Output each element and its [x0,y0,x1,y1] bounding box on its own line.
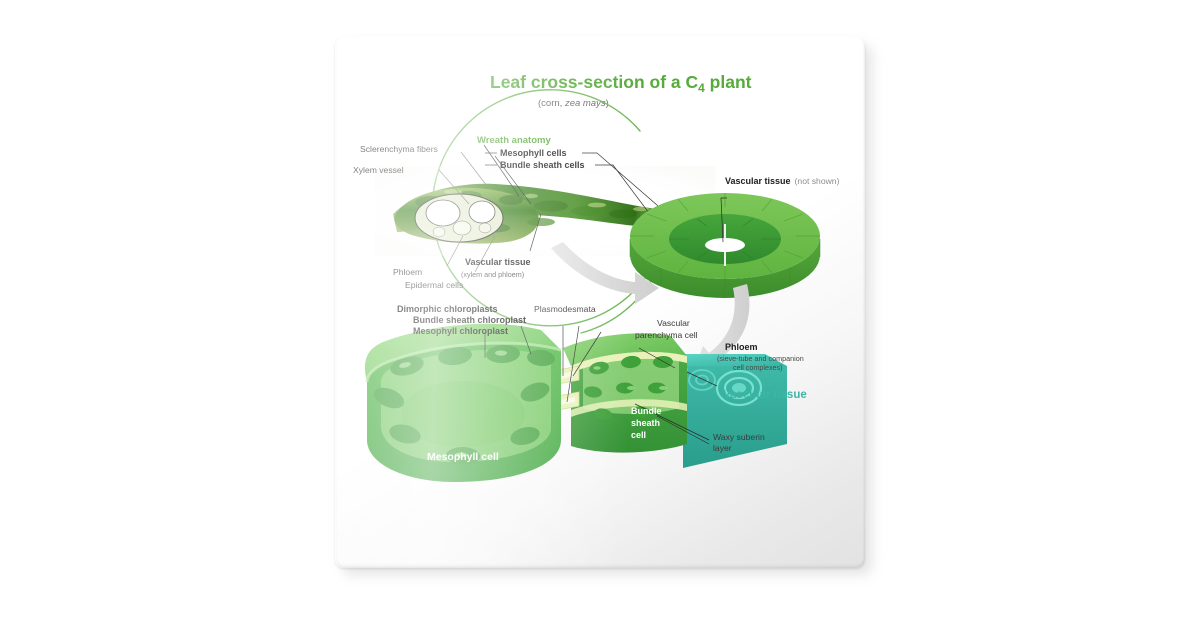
label-xylem-vessel: Xylem vessel [353,165,404,175]
label-plasmodesmata: Plasmodesmata [534,304,596,314]
subtitle-species: zea mays [564,98,606,109]
title-suffix: plant [705,72,752,92]
ceramic-tile: Leaf cross-section of a C4 plant (corn, … [335,36,865,568]
title-main: Leaf cross-section of a C [490,72,698,92]
label-vascular-parenchyma-line1: Vascular [657,318,690,328]
label-epidermal-cells: Epidermal cells [405,280,463,290]
label-wreath-anatomy: Wreath anatomy [477,135,551,146]
label-bundle-sheath-chloroplast: Bundle sheath chloroplast [413,315,526,325]
label-bundle-sheath-cells: Bundle sheath cells [500,160,585,170]
label-vascular-tissue-micro-note: (xylem and phloem) [461,270,524,279]
bundle-sheath-cell-block [563,333,687,453]
svg-text:Vascular tissue(not shown): Vascular tissue (not shown) [725,176,840,186]
label-dimorphic-chloroplasts: Dimorphic chloroplasts [397,304,498,314]
label-mesophyll-cells: Mesophyll cells [500,148,567,158]
label-waxy-suberin-2: layer [713,443,732,453]
label-sclerenchyma-fibers: Sclerenchyma fibers [360,144,438,154]
subtitle-prefix: (corn, [538,98,565,109]
label-vascular-tissue-micro: Vascular tissue [465,257,531,267]
label-vascular-tissue-torus-note: (not shown) [795,176,840,186]
label-vascular-tissue-cell: Vascular tissue [723,389,807,401]
label-mesophyll-cell: Mesophyll cell [427,451,499,463]
torus-diagram [629,193,821,298]
label-mesophyll-chloroplast: Mesophyll chloroplast [413,326,508,336]
label-waxy-suberin-1: Waxy suberin [713,432,765,442]
label-bundle-sheath-cell-3: cell [631,430,646,440]
label-phloem-note-1: (sieve-tube and companion [717,354,804,363]
label-bundle-sheath-cell-1: Bundle [631,406,662,416]
label-phloem-note-2: cell complexes) [733,363,783,372]
label-phloem-cell: Phloem [725,342,758,352]
label-phloem: Phloem [393,267,422,277]
label-vascular-parenchyma-line2: parenchyma cell [635,330,698,340]
label-vascular-tissue-torus: Vascular tissue [725,176,791,186]
label-bundle-sheath-cell-2: sheath [631,418,660,428]
tile-artwork: Leaf cross-section of a C4 plant (corn, … [335,36,865,568]
